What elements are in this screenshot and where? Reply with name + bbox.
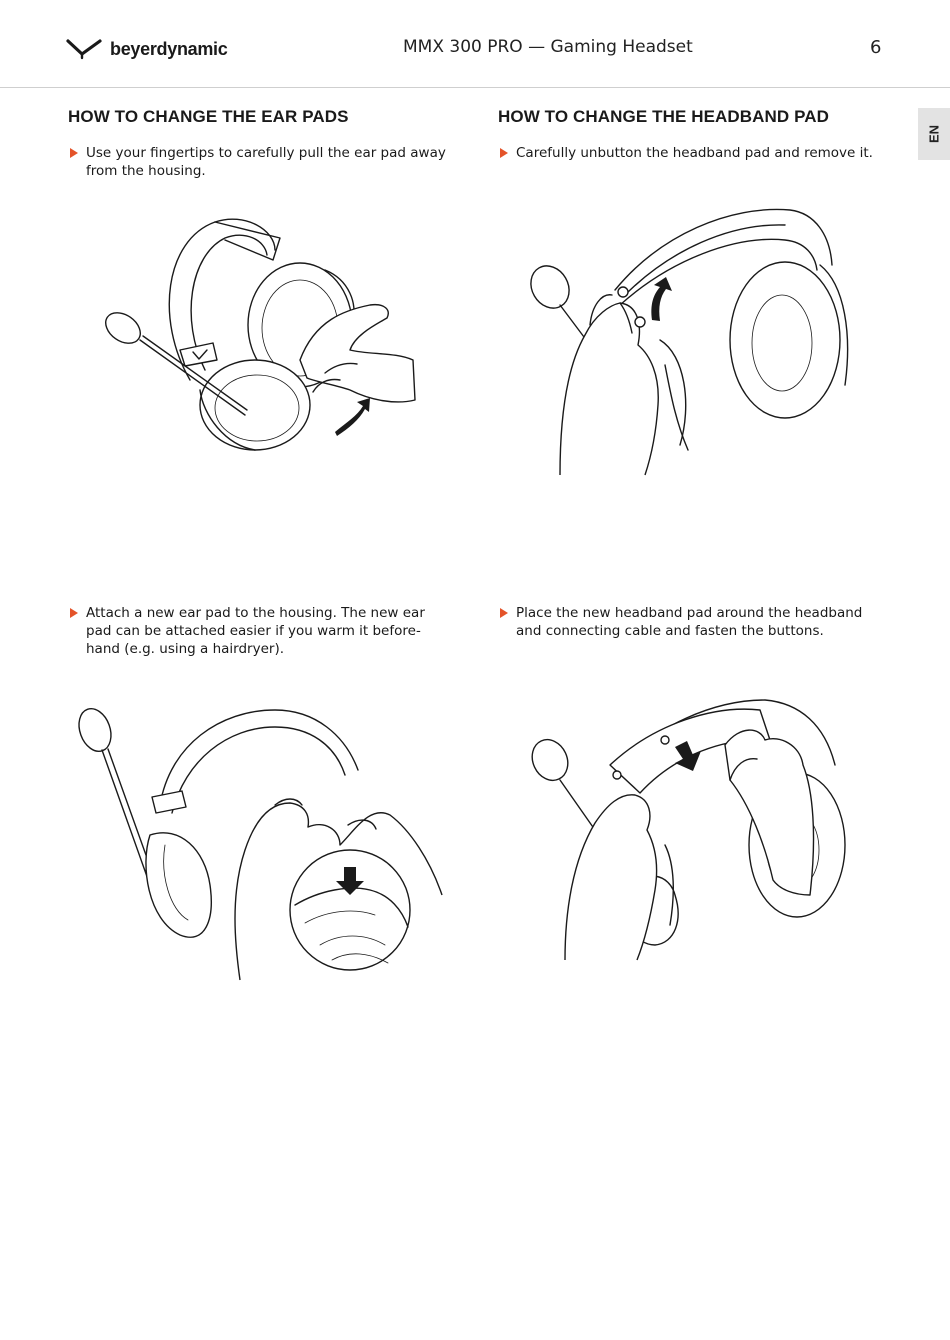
illustration-attach-headband-pad xyxy=(525,695,855,965)
page-number: 6 xyxy=(870,37,882,58)
illustration-remove-ear-pad xyxy=(95,210,425,460)
step-line: hand (e.g. using a hairdryer). xyxy=(86,641,284,657)
brand-name: beyerdynamic xyxy=(110,38,228,59)
step-line: Carefully unbutton the headband pad and … xyxy=(516,145,873,161)
triangle-bullet-icon xyxy=(70,148,78,158)
ear-pads-heading: HOW TO CHANGE THE EAR PADS xyxy=(68,107,349,126)
brand-logo: beyerdynamic xyxy=(66,38,228,60)
step-line: and connecting cable and fasten the butt… xyxy=(516,623,824,639)
language-tab-label: EN xyxy=(926,124,942,144)
language-tab[interactable]: EN xyxy=(918,108,950,160)
illustration-attach-ear-pad xyxy=(70,705,450,985)
document-title: MMX 300 PRO — Gaming Headset xyxy=(403,37,693,57)
step-line: pad can be attached easier if you warm i… xyxy=(86,623,421,639)
ear-pads-step-attach: Attach a new ear pad to the housing. The… xyxy=(68,604,486,658)
triangle-bullet-icon xyxy=(500,148,508,158)
step-line: from the housing. xyxy=(86,163,206,179)
beyerdynamic-logo-icon xyxy=(66,39,102,60)
ear-pads-step-remove: Use your fingertips to carefully pull th… xyxy=(68,144,486,180)
page-header: beyerdynamic MMX 300 PRO — Gaming Headse… xyxy=(0,0,950,88)
headband-step-remove: Carefully unbutton the headband pad and … xyxy=(498,144,916,162)
step-line: Attach a new ear pad to the housing. The… xyxy=(86,605,425,621)
triangle-bullet-icon xyxy=(500,608,508,618)
headband-pad-heading: HOW TO CHANGE THE HEADBAND PAD xyxy=(498,107,830,126)
step-line: Place the new headband pad around the he… xyxy=(516,605,863,621)
triangle-bullet-icon xyxy=(70,608,78,618)
step-line: Use your fingertips to carefully pull th… xyxy=(86,145,446,161)
illustration-remove-headband-pad xyxy=(520,205,860,480)
headband-step-attach: Place the new headband pad around the he… xyxy=(498,604,916,640)
